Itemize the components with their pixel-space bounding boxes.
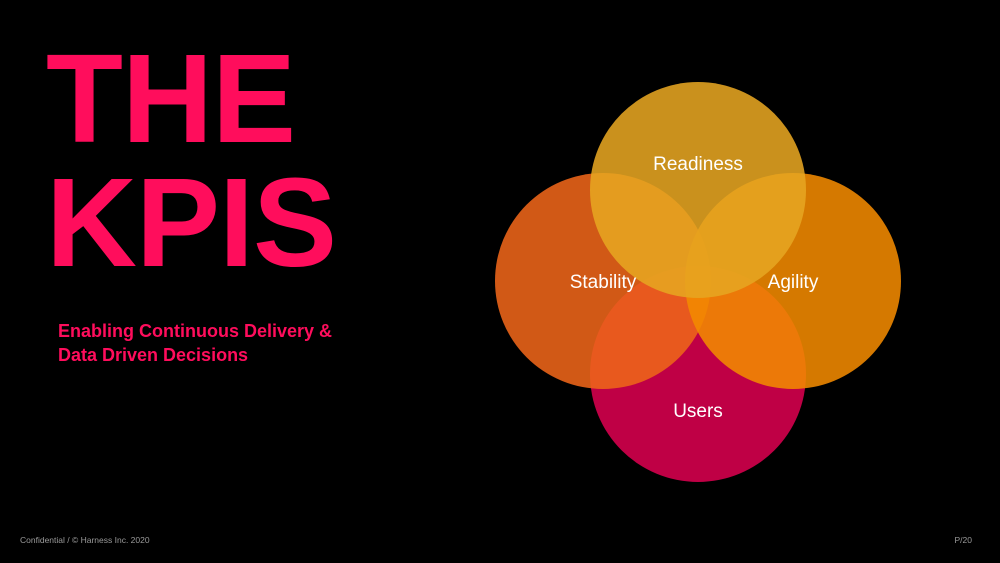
venn-label-stability: Stability [570, 272, 637, 293]
venn-label-users: Users [673, 401, 723, 422]
venn-label-readiness: Readiness [653, 154, 743, 175]
page-number: P/20 [954, 535, 973, 545]
venn-label-agility: Agility [768, 272, 819, 293]
slide-title-line-1: THE [46, 28, 296, 169]
slide-subtitle: Enabling Continuous Delivery & Data Driv… [58, 319, 332, 367]
subtitle-line-1: Enabling Continuous Delivery & [58, 321, 333, 341]
slide-title-line-2: KPIS [46, 152, 337, 293]
footer-confidential: Confidential / © Harness Inc. 2020 [20, 535, 150, 545]
subtitle-line-2: Data Driven Decisions [58, 345, 249, 365]
venn-circle-readiness [590, 82, 806, 298]
